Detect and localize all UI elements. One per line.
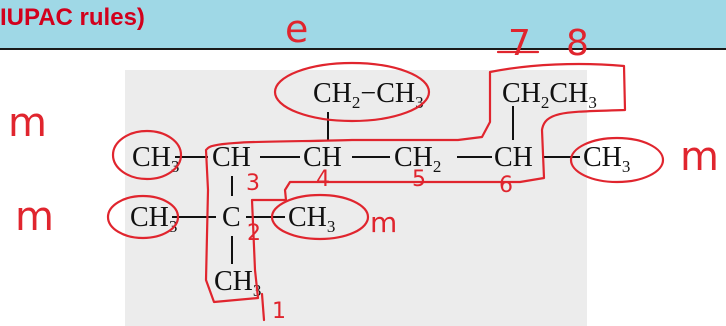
circle-ch3-left [111,129,183,181]
tick-c1 [260,292,266,322]
ink-m-right: m [680,134,719,180]
ink-num-1: 1 [272,299,286,324]
ink-num-8: 8 [566,23,589,64]
ink-num-4: 4 [316,167,330,192]
bond-lines [172,106,580,264]
circle-ch3-right [569,136,665,184]
group-quat-c: C [222,202,241,233]
ink-m-left-top: m [8,100,47,146]
ink-num-3: 3 [246,171,260,196]
group-chain-ch-6: CH [494,142,533,173]
main-chain-outline [204,62,627,304]
header-title: IUPAC rules) [0,4,145,31]
circle-quat-ch3-right [270,193,370,241]
ink-annotations: e 7 8 6 5 4 3 2 1 m m m m [8,7,719,324]
ink-num-7: 7 [508,23,531,64]
ink-num-2: 2 [247,221,261,246]
group-top-right-ethyl: CH2CH3 [502,78,597,112]
ink-num-6: 6 [499,173,513,198]
ink-m-middle: m [370,206,397,239]
group-chain-ch2-5: CH2 [394,142,441,176]
group-chain-ch3-left: CH3 [132,142,179,176]
ink-m-left-bottom: m [15,194,54,240]
atom-labels: CH2−CH3 CH2CH3 CH3 CH CH CH2 CH CH3 CH3 … [130,78,630,300]
group-chain-ch-3: CH [212,142,251,173]
ink-label-e: e [285,7,308,51]
group-chain-ch-4: CH [303,142,342,173]
structure-panel [125,70,587,326]
circle-top-ethyl [273,61,431,123]
group-quat-ch3-right: CH3 [288,202,335,236]
circle-quat-ch3-left [106,194,180,240]
header-bar: IUPAC rules) [0,0,726,50]
ink-num-5: 5 [412,167,426,192]
group-chain-ch3-right: CH3 [583,142,630,176]
group-top-ethyl: CH2−CH3 [313,78,424,112]
